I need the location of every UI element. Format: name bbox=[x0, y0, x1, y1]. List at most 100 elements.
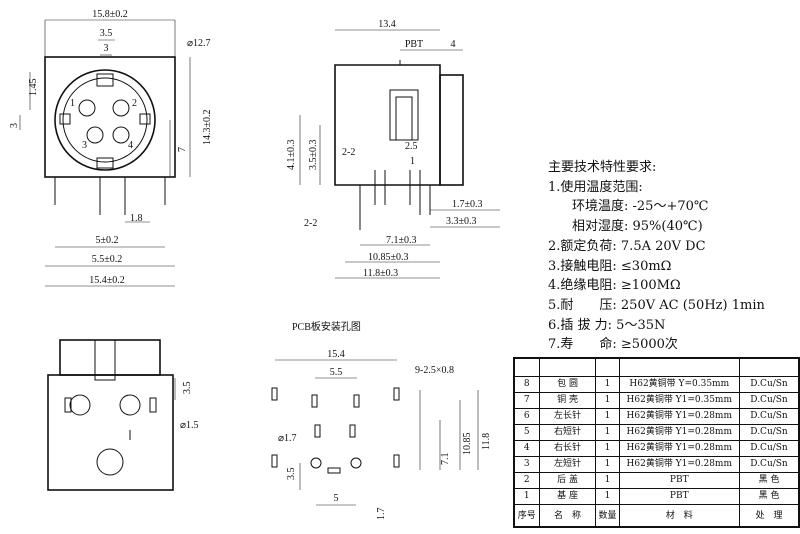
dim-2-2a: 2-2 bbox=[342, 147, 355, 158]
dim-7-1: 7.1 bbox=[440, 453, 451, 466]
spec-item: 7.寿 命: ≥5000次 bbox=[548, 337, 678, 353]
front-view: 15.8±0.2 3.5 3 ⌀12.7 1.45 3 14.3±0.2 7 1… bbox=[9, 9, 213, 287]
spec-item: 3.接触电阻: ≤30mΩ bbox=[548, 258, 672, 274]
table-cell: PBT bbox=[618, 488, 741, 505]
side-view: 13.4 PBT 4 4.1±0.3 3.5±0.3 2-2 2.5 1 1.7… bbox=[286, 19, 500, 279]
label-pbt: PBT bbox=[405, 39, 423, 50]
dim-1-8: 1.8 bbox=[130, 213, 143, 224]
spec-item: 4.绝缘电阻: ≥100MΩ bbox=[548, 278, 681, 294]
spec-item: 1.使用温度范围: bbox=[548, 179, 643, 195]
header-cell: 材 料 bbox=[618, 504, 741, 528]
table-cell: 3 bbox=[513, 456, 540, 473]
header-cell: 数量 bbox=[595, 504, 620, 528]
header-cell: 处 理 bbox=[739, 504, 800, 528]
table-cell: 1 bbox=[595, 440, 620, 457]
dim-1-7: 1.7 bbox=[376, 508, 387, 521]
pin-label: 1 bbox=[70, 98, 75, 109]
dim-1-7: 1.7±0.3 bbox=[452, 199, 483, 210]
table-cell: 铜 壳 bbox=[538, 392, 597, 409]
dim-width-top: 15.8±0.2 bbox=[92, 9, 128, 20]
table-cell: 8 bbox=[513, 376, 540, 393]
dim-5-5: 5.5 bbox=[330, 367, 343, 378]
dim-7-1: 7.1±0.3 bbox=[386, 235, 417, 246]
dim-3: 3 bbox=[104, 43, 109, 54]
dim-3-5: 3.5±0.3 bbox=[308, 140, 319, 171]
spec-item: 2.额定负荷: 7.5A 20V DC bbox=[548, 238, 706, 254]
dim-5: 5±0.2 bbox=[96, 235, 119, 246]
table-cell: D.Cu/Sn bbox=[739, 424, 800, 441]
dim-diameter-1-7: ⌀1.7 bbox=[278, 433, 297, 444]
dim-length: 13.4 bbox=[378, 19, 396, 30]
dim-3-left: 3 bbox=[9, 123, 20, 128]
table-cell: H62黄铜带 Y1=0.35mm bbox=[618, 392, 741, 409]
spec-item: 相对湿度: 95%(40℃) bbox=[572, 219, 703, 235]
table-cell: D.Cu/Sn bbox=[739, 408, 800, 425]
table-cell: 5 bbox=[513, 424, 540, 441]
dim-1-5: ⌀1.5 bbox=[180, 420, 199, 431]
bom-header-row: 序号 名 称 数量 材 料 处 理 bbox=[513, 504, 800, 528]
dim-3-5: 3.5 bbox=[182, 382, 193, 395]
table-cell: 4 bbox=[513, 440, 540, 457]
dim-10-85: 10.85 bbox=[462, 433, 473, 456]
table-cell: 包 圆 bbox=[538, 376, 597, 393]
table-cell: 7 bbox=[513, 392, 540, 409]
spec-list: 主要技术特性要求: 1.使用温度范围: 环境温度: -25～+70℃ 相对湿度:… bbox=[548, 158, 765, 355]
spec-item: 5.耐 压: 250V AC (50Hz) 1min bbox=[548, 297, 765, 313]
table-cell: 1 bbox=[595, 488, 620, 505]
blank-row bbox=[513, 357, 800, 377]
dim-1: 1 bbox=[410, 156, 415, 167]
dim-11-8: 11.8±0.3 bbox=[363, 268, 398, 279]
table-cell: 1 bbox=[595, 392, 620, 409]
table-cell: D.Cu/Sn bbox=[739, 376, 800, 393]
header-cell: 名 称 bbox=[538, 504, 597, 528]
pin-label: 3 bbox=[82, 140, 87, 151]
table-cell: D.Cu/Sn bbox=[739, 392, 800, 409]
dim-4: 4 bbox=[451, 39, 456, 50]
table-cell: H62黄铜带 Y1=0.28mm bbox=[618, 456, 741, 473]
table-cell: 黑 色 bbox=[739, 472, 800, 489]
table-cell: 2 bbox=[513, 472, 540, 489]
dim-2-5: 2.5 bbox=[405, 141, 418, 152]
dim-15-4: 15.4 bbox=[327, 349, 345, 360]
pcb-layout: PCB板安装孔图 15.4 5.5 9-2.5×0.8 ⌀1.7 10.85 1… bbox=[271, 320, 492, 521]
table-cell: H62黄铜带 Y1=0.28mm bbox=[618, 408, 741, 425]
table-cell: 黑 色 bbox=[739, 488, 800, 505]
header-cell: 序号 bbox=[513, 504, 540, 528]
table-cell: 左短针 bbox=[538, 456, 597, 473]
dim-11-8: 11.8 bbox=[481, 433, 492, 450]
table-cell: 1 bbox=[513, 488, 540, 505]
dim-3-5: 3.5 bbox=[286, 468, 297, 481]
dim-3-3: 3.3±0.3 bbox=[446, 216, 477, 227]
table-cell: 1 bbox=[595, 424, 620, 441]
table-cell: 左长针 bbox=[538, 408, 597, 425]
table-cell: 基 座 bbox=[538, 488, 597, 505]
pin-label: 2 bbox=[132, 98, 137, 109]
table-cell: PBT bbox=[618, 472, 741, 489]
table-cell: 后 盖 bbox=[538, 472, 597, 489]
table-cell: 1 bbox=[595, 376, 620, 393]
dim-3-5: 3.5 bbox=[100, 28, 113, 39]
table-cell: 1 bbox=[595, 472, 620, 489]
table-cell: H62黄铜带 Y1=0.28mm bbox=[618, 424, 741, 441]
table-cell: D.Cu/Sn bbox=[739, 440, 800, 457]
dim-width-bottom: 15.4±0.2 bbox=[89, 275, 125, 286]
spec-title: 主要技术特性要求: bbox=[548, 160, 657, 175]
table-cell: D.Cu/Sn bbox=[739, 456, 800, 473]
pcb-title: PCB板安装孔图 bbox=[292, 320, 361, 333]
table-cell: 1 bbox=[595, 408, 620, 425]
table-cell: 6 bbox=[513, 408, 540, 425]
dim-2-2b: 2-2 bbox=[304, 218, 317, 229]
dim-4-1: 4.1±0.3 bbox=[286, 140, 297, 171]
dim-height: 14.3±0.2 bbox=[202, 110, 213, 146]
bottom-view: 3.5 ⌀1.5 bbox=[47, 339, 199, 491]
